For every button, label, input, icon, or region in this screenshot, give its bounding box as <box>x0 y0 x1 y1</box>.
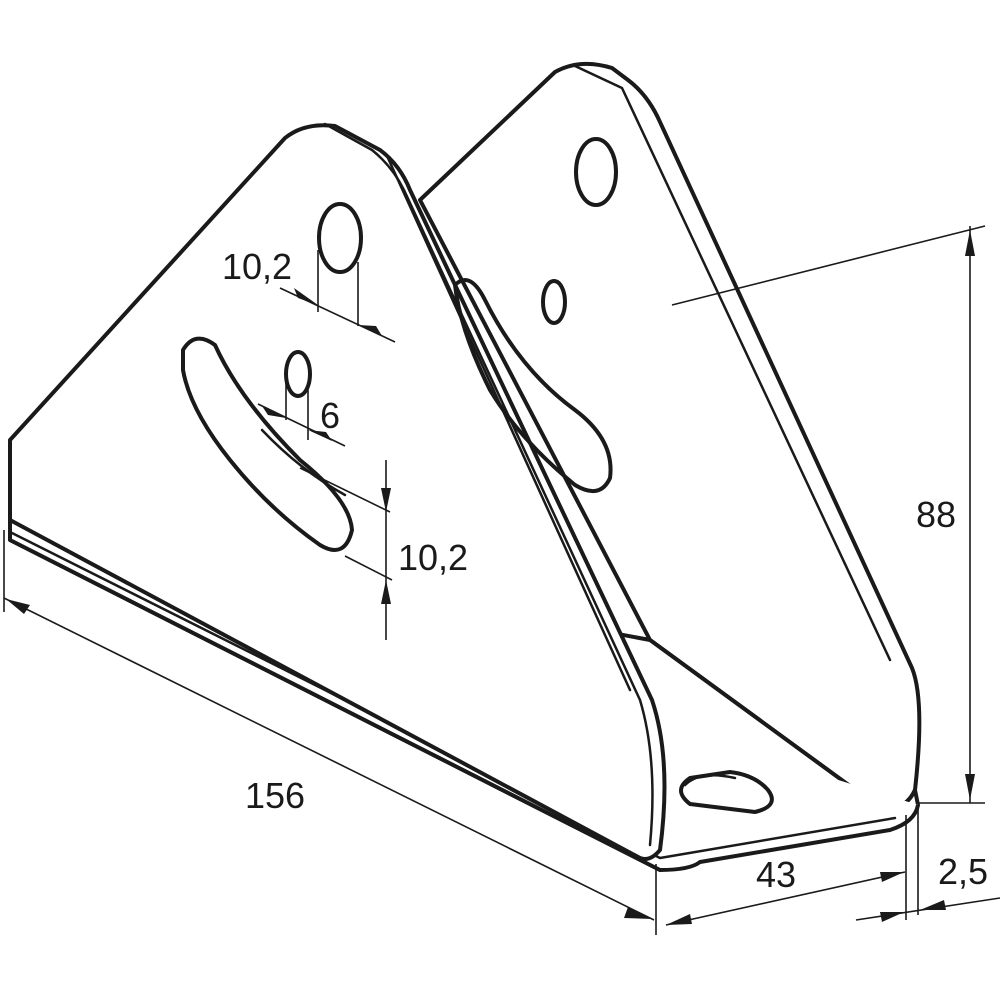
length-label: 156 <box>245 775 305 816</box>
dimension-base-width: 43 <box>665 808 919 926</box>
front-gusset-plate <box>8 122 667 861</box>
small-hole-label: 6 <box>320 395 340 436</box>
hole-diameter-label: 10,2 <box>222 246 292 287</box>
dimension-length: 156 <box>3 530 657 935</box>
base-width-label: 43 <box>756 854 796 895</box>
thickness-label: 2,5 <box>938 851 988 892</box>
dimension-height: 88 <box>671 225 986 804</box>
dimension-thickness: 2,5 <box>855 851 1000 922</box>
height-label: 88 <box>916 494 956 535</box>
dimension-hole-diameter: 10,2 <box>222 246 396 343</box>
front-curved-slot <box>181 336 354 552</box>
rear-large-hole <box>574 137 618 207</box>
front-large-hole <box>317 202 363 274</box>
rear-curved-slot <box>453 278 613 494</box>
front-small-hole <box>284 350 312 398</box>
dimension-small-hole: 6 <box>257 380 346 447</box>
rear-small-hole <box>541 279 567 325</box>
base-slot <box>679 770 774 814</box>
dimension-slot-width: 10,2 <box>299 460 468 640</box>
slot-width-label: 10,2 <box>398 537 468 578</box>
